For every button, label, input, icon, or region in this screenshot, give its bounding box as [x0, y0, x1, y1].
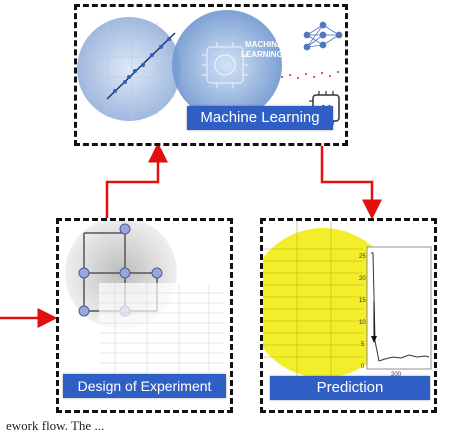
- prediction-illustration: 25 20 15 10 5 0 200: [263, 221, 432, 381]
- y-tick-25: 25: [359, 254, 366, 260]
- figure-caption: ework flow. The ...: [6, 418, 105, 433]
- design-of-experiment-label: Design of Experiment: [63, 374, 226, 398]
- y-tick-5: 5: [361, 342, 365, 348]
- brain-chip-icon: [172, 10, 282, 120]
- y-tick-10: 10: [359, 320, 366, 326]
- y-tick-20: 20: [359, 276, 366, 282]
- neural-network-icon: [303, 21, 343, 51]
- prediction-y-ticks: 25 20 15 10 5 0: [359, 254, 366, 370]
- arrow-ml-to-prediction: [320, 146, 382, 220]
- doe-table-icon: [99, 283, 224, 373]
- machine-learning-panel: MACHINE LEARNING AI Machine L: [74, 4, 348, 146]
- prediction-label: Prediction: [270, 376, 430, 400]
- design-of-experiment-panel: Design of Experiment: [56, 218, 233, 413]
- arrow-doe-to-ml: [105, 142, 168, 218]
- ml-illustration: MACHINE LEARNING AI: [77, 10, 343, 125]
- machine-learning-label: Machine Learning: [187, 106, 333, 130]
- regression-plot-icon: [77, 17, 181, 121]
- y-tick-0: 0: [361, 364, 365, 370]
- ml-text-line2: LEARNING: [241, 50, 283, 59]
- doe-illustration: [65, 221, 224, 373]
- prediction-panel: 25 20 15 10 5 0 200 Prediction: [260, 218, 437, 413]
- y-tick-15: 15: [359, 298, 366, 304]
- ml-text-line1: MACHINE: [245, 40, 283, 49]
- prediction-chart-frame: [366, 246, 432, 370]
- x-tick-200: 200: [391, 372, 402, 378]
- scatter-dots-icon: [281, 71, 339, 79]
